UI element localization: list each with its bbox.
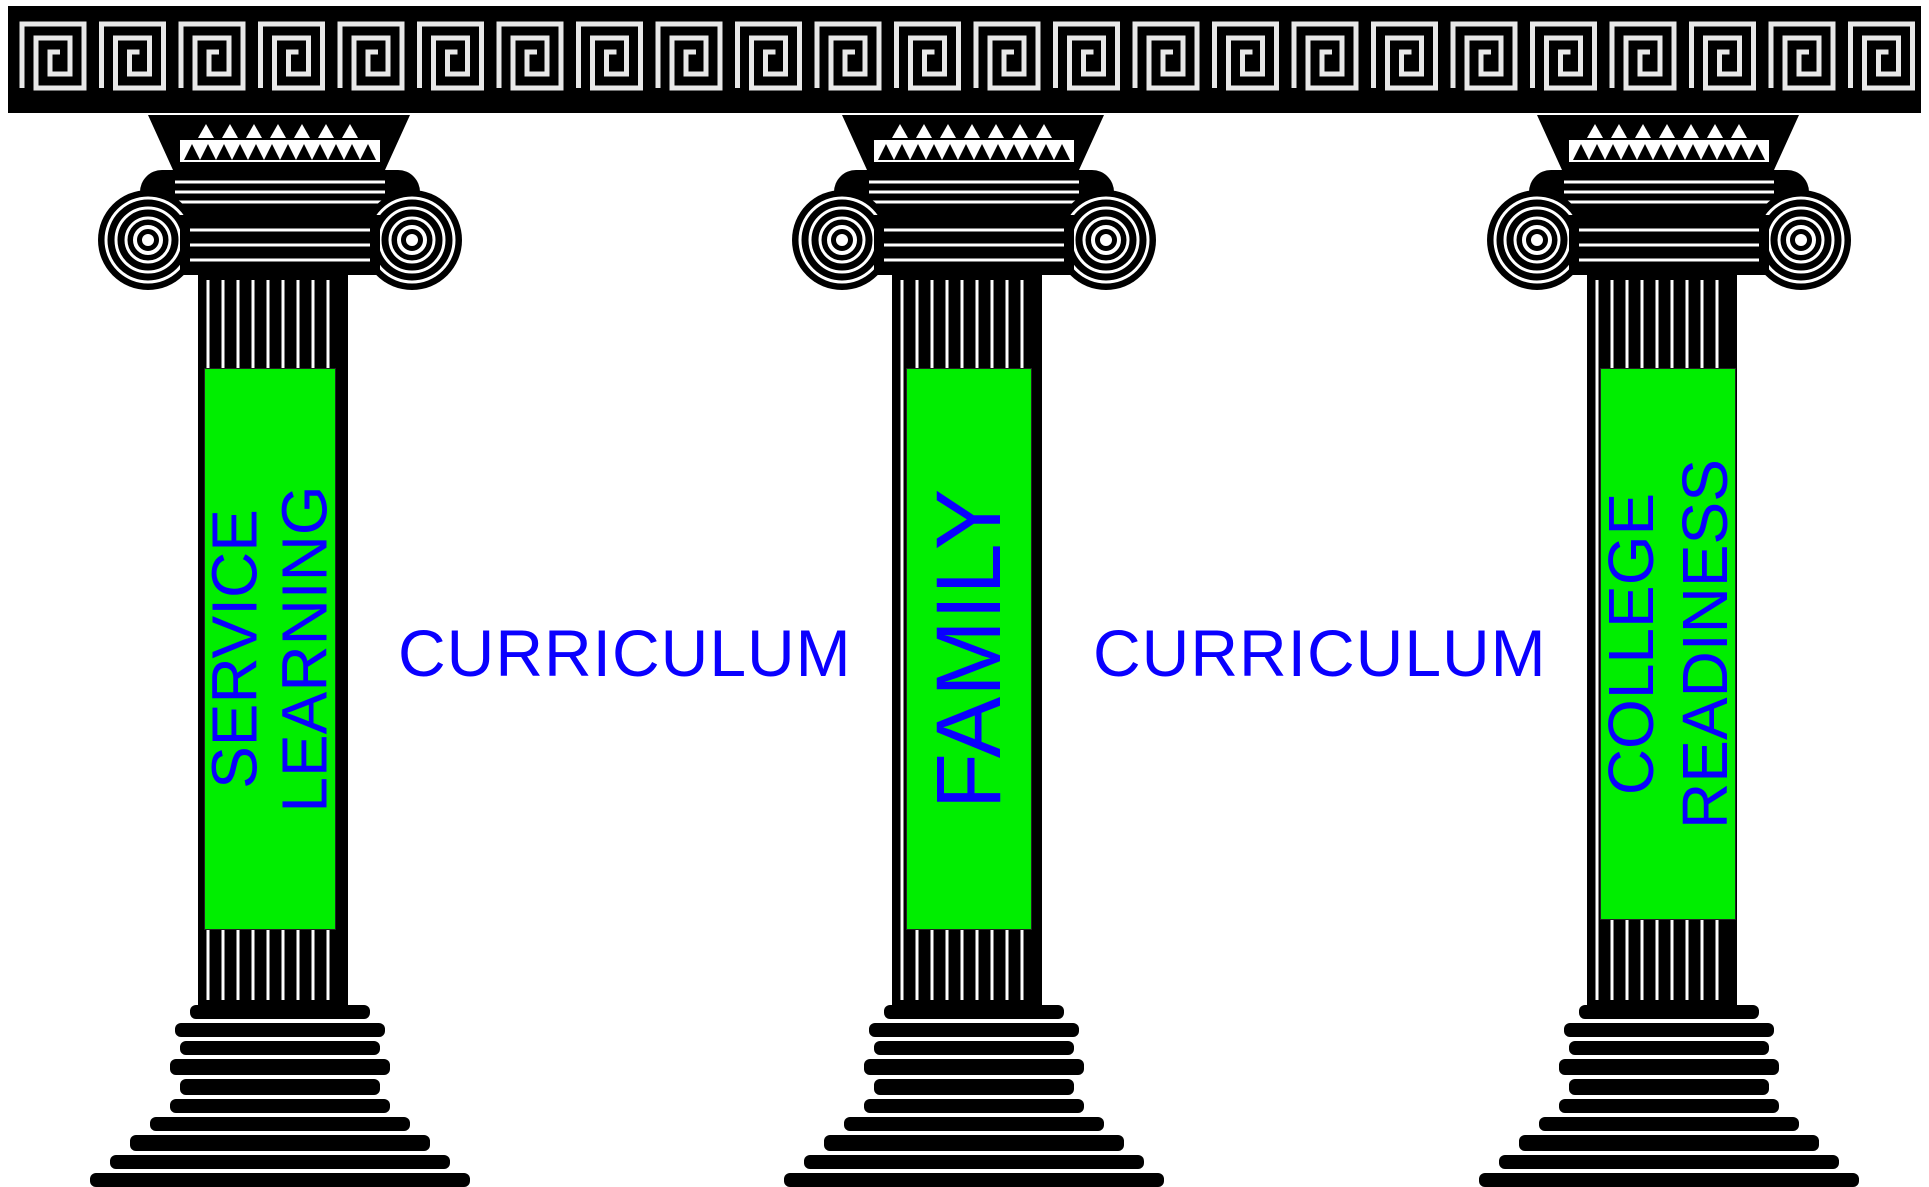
pillar-label: FAMILY xyxy=(919,489,1019,809)
pillar-label: COLLEGE READINESS xyxy=(1594,459,1742,829)
pillar-panel: COLLEGE READINESS xyxy=(1600,368,1736,920)
greek-key-frieze xyxy=(8,6,1921,113)
pillar-panel: SERVICE LEARNING xyxy=(204,368,336,930)
pillar-panel: FAMILY xyxy=(906,368,1032,930)
curriculum-label-right: CURRICULUM xyxy=(1093,615,1547,691)
curriculum-label-left: CURRICULUM xyxy=(398,615,852,691)
pillar-label: SERVICE LEARNING xyxy=(200,485,340,812)
